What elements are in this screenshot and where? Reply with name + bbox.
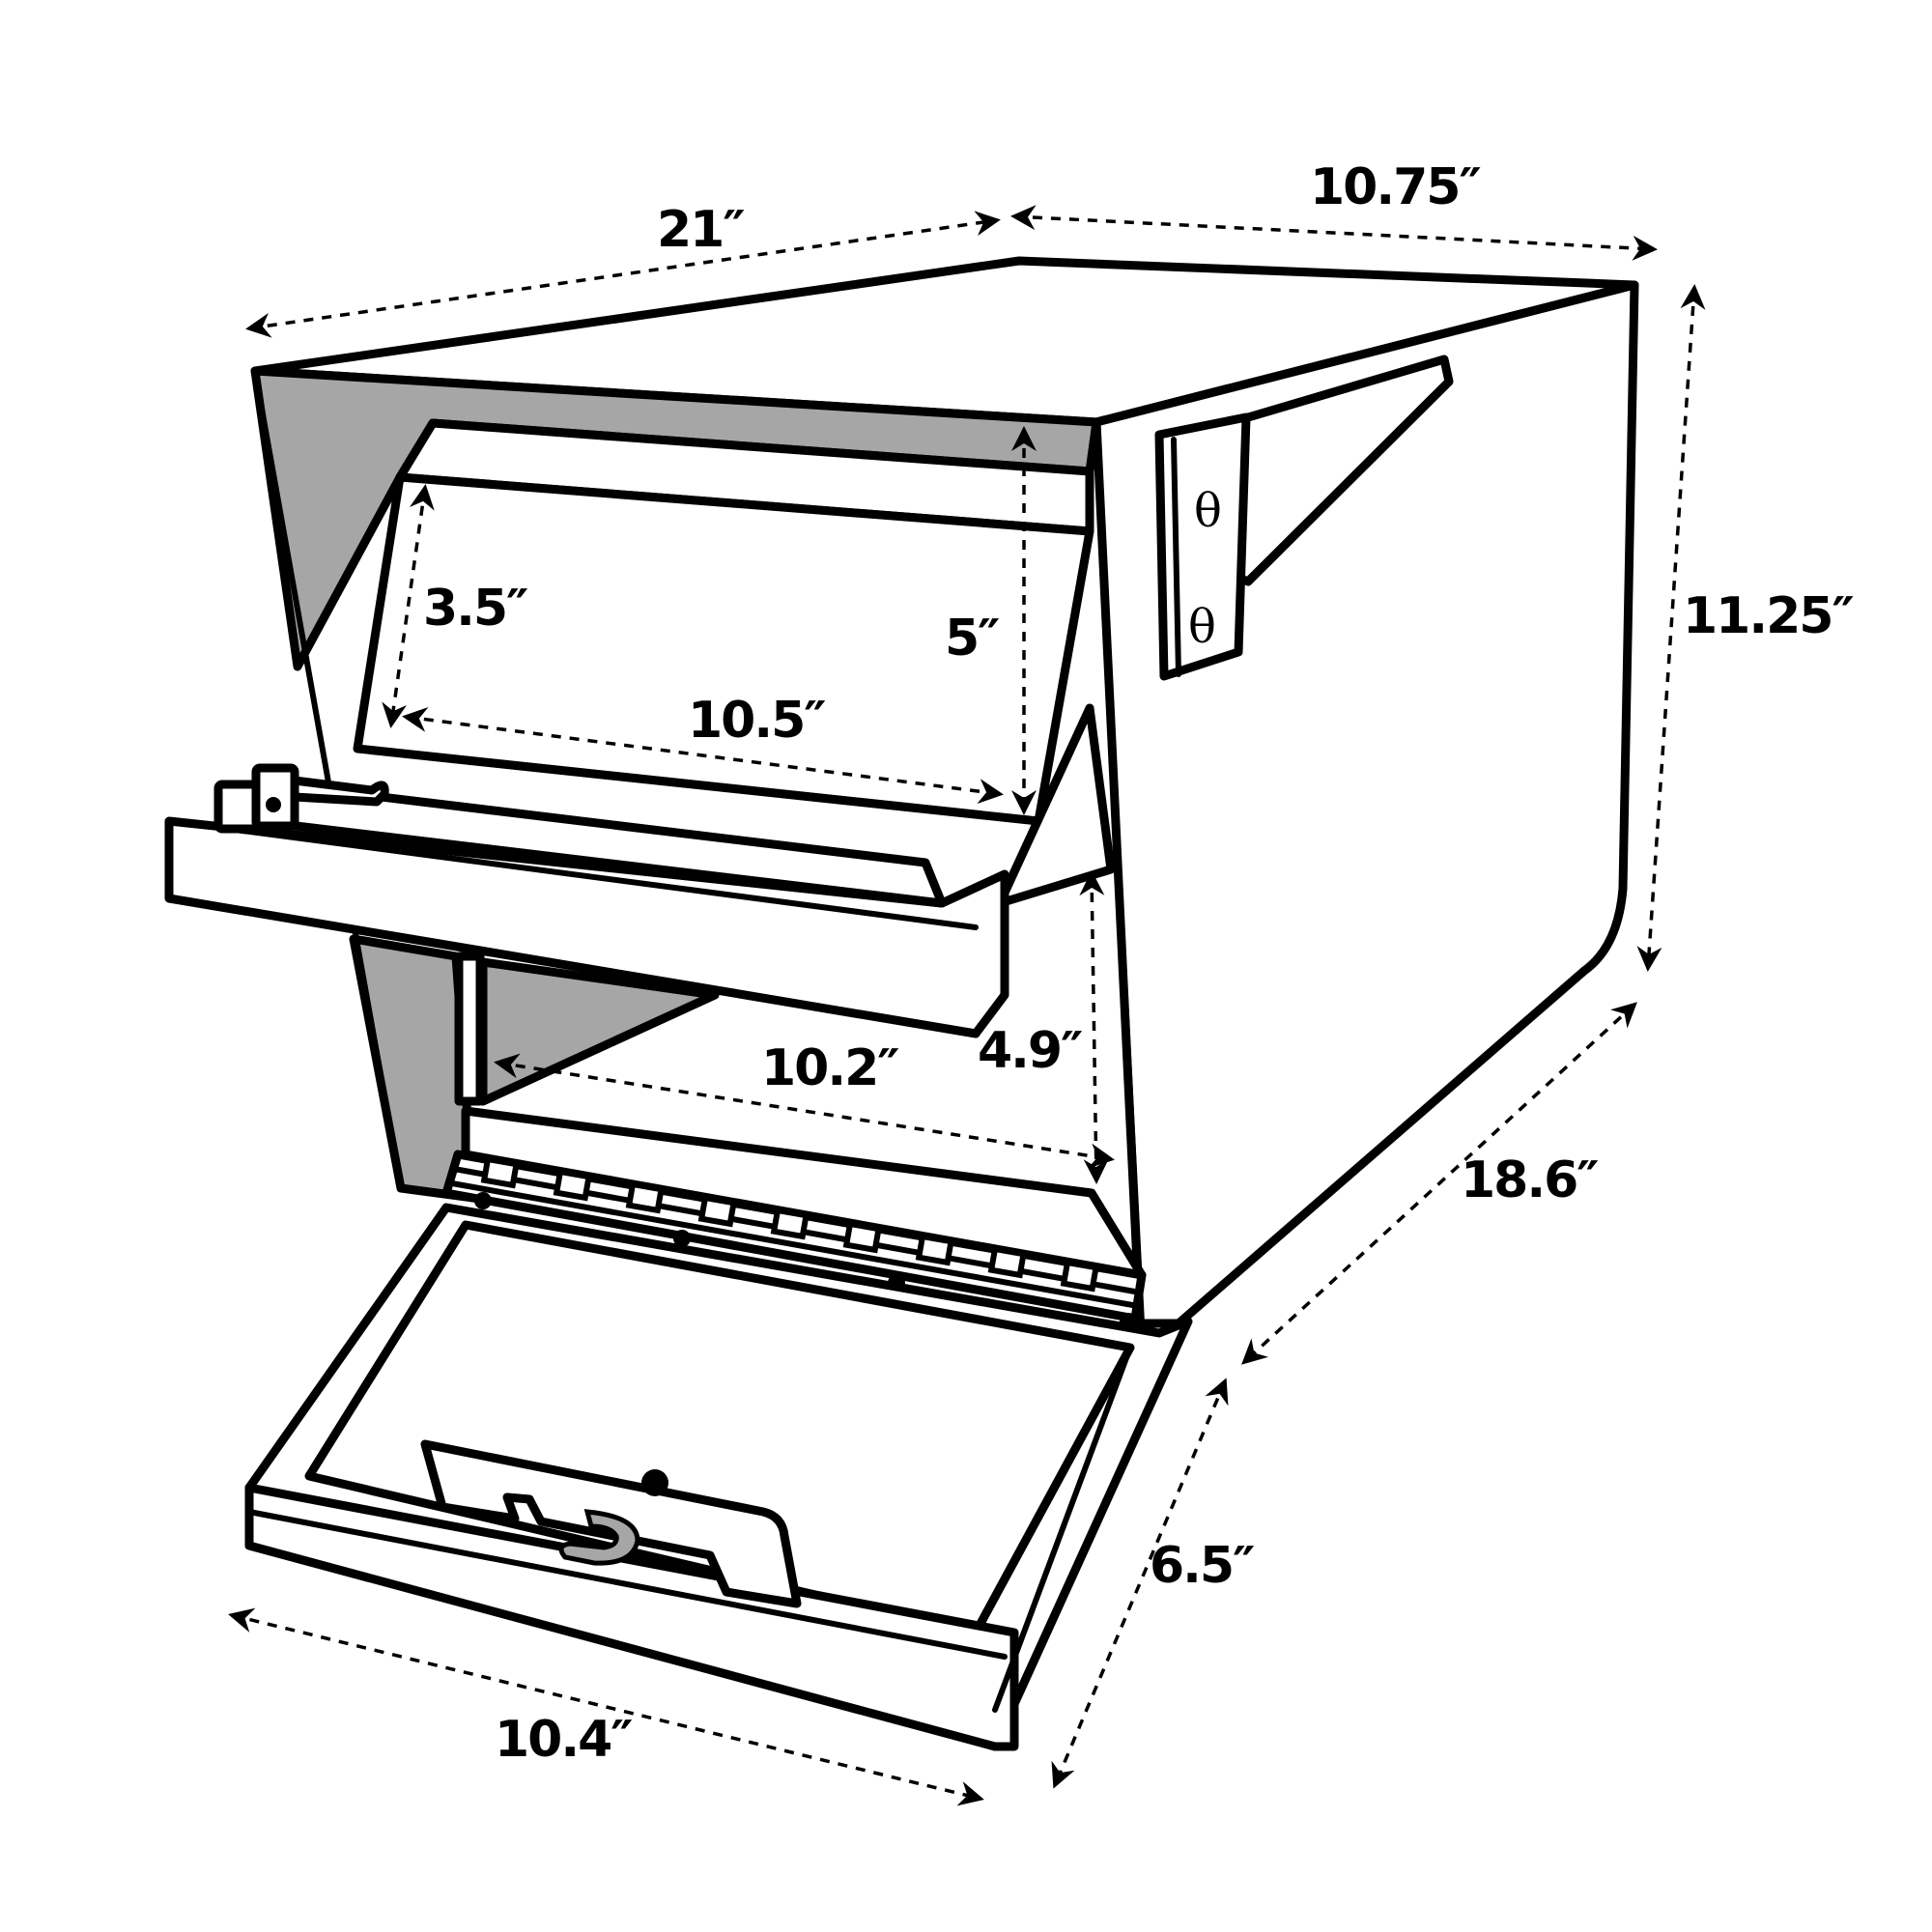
screw-hole-icon-bottom: θ [1188,600,1216,654]
mounting-bracket: θ θ [1154,355,1454,681]
dim-line-10-5 [402,706,1004,805]
dim-label-side-length: 18.6″ [1461,1151,1600,1209]
latch-tab [213,780,262,834]
front-left-edge [252,368,404,1191]
door-lock[interactable] [420,1439,802,1608]
bracket-plate [1154,412,1251,681]
dim-label-overall-height: 11.25″ [1683,587,1855,645]
screw-hole-icon-top: θ [1194,484,1222,538]
latch-body [251,763,299,831]
dimension-lines [228,205,1706,1806]
lock-key-icon [558,1509,640,1566]
dim-label-overall-depth: 21″ [657,201,746,259]
dim-line-3-5 [382,484,435,728]
dim-line-4-9 [1079,870,1109,1184]
latch-rivet-icon [266,797,281,812]
dim-label-tray-width: 10.5″ [688,692,827,750]
tray-lip-edge [166,818,979,930]
dim-line-10-75 [1010,205,1658,261]
tray-fold-line [397,474,1093,534]
lock-cylinder-icon [641,1469,668,1496]
tray-right-wing [995,703,1116,908]
tray-latch[interactable] [213,763,389,834]
dim-line-11-25 [1636,284,1706,972]
dim-line-21 [245,211,1001,338]
opening-left-post [454,952,485,1106]
dim-label-opening-height: 4.9″ [978,1022,1083,1080]
dim-label-tray-height: 5″ [945,610,1000,668]
latch-lever [290,776,389,807]
bracket-plate-edge [1171,437,1181,677]
dim-label-tray-depth: 3.5″ [423,580,528,638]
dim-label-door-width: 10.4″ [495,1711,634,1769]
front-right-edge [1094,419,1145,1326]
dim-label-overall-width: 10.75″ [1310,158,1482,216]
dim-line-10-2 [494,1053,1115,1169]
dim-label-opening-width: 10.2″ [761,1039,900,1097]
dim-line-18-6 [1241,1002,1637,1365]
dim-label-door-depth: 6.5″ [1150,1537,1255,1595]
